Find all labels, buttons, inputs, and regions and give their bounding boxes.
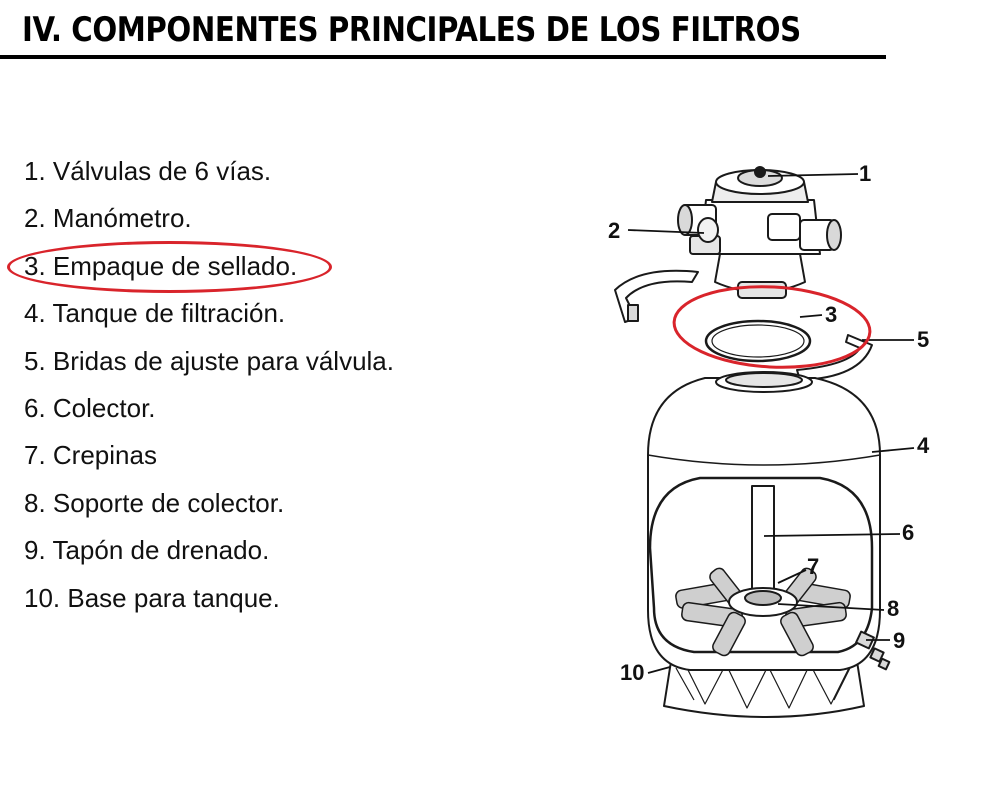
collector-drawing <box>675 485 851 657</box>
list-item: 6. Colector. <box>24 392 156 423</box>
callout-5: 5 <box>917 327 929 352</box>
callout-8: 8 <box>887 596 899 621</box>
list-item: 4. Tanque de filtración. <box>24 298 286 329</box>
callout-4: 4 <box>917 433 930 458</box>
page-title: IV. COMPONENTES PRINCIPALES DE LOS FILTR… <box>22 10 801 50</box>
list-item: 7. Crepinas <box>24 440 157 471</box>
callout-9: 9 <box>893 628 905 653</box>
callout-1: 1 <box>859 161 871 186</box>
list-item: 5. Bridas de ajuste para válvula. <box>24 345 394 376</box>
callout-7: 7 <box>807 554 819 579</box>
sealing-gasket-drawing <box>704 319 812 363</box>
list-item: 9. Tapón de drenado. <box>24 535 270 566</box>
callout-2: 2 <box>608 218 620 243</box>
leader-lines <box>627 173 915 674</box>
list-item: 2. Manómetro. <box>24 203 192 234</box>
highlight-oval-list <box>7 241 332 293</box>
list-item: 8. Soporte de colector. <box>24 487 285 518</box>
title-underline <box>0 55 886 59</box>
list-item: 1. Válvulas de 6 vías. <box>24 156 272 186</box>
list-item: 10. Base para tanque. <box>24 582 280 613</box>
callout-3: 3 <box>825 302 837 327</box>
callout-10: 10 <box>620 660 644 685</box>
callout-6: 6 <box>902 520 914 545</box>
highlight-oval-diagram <box>672 285 872 369</box>
drain-plug-drawing <box>855 630 891 671</box>
